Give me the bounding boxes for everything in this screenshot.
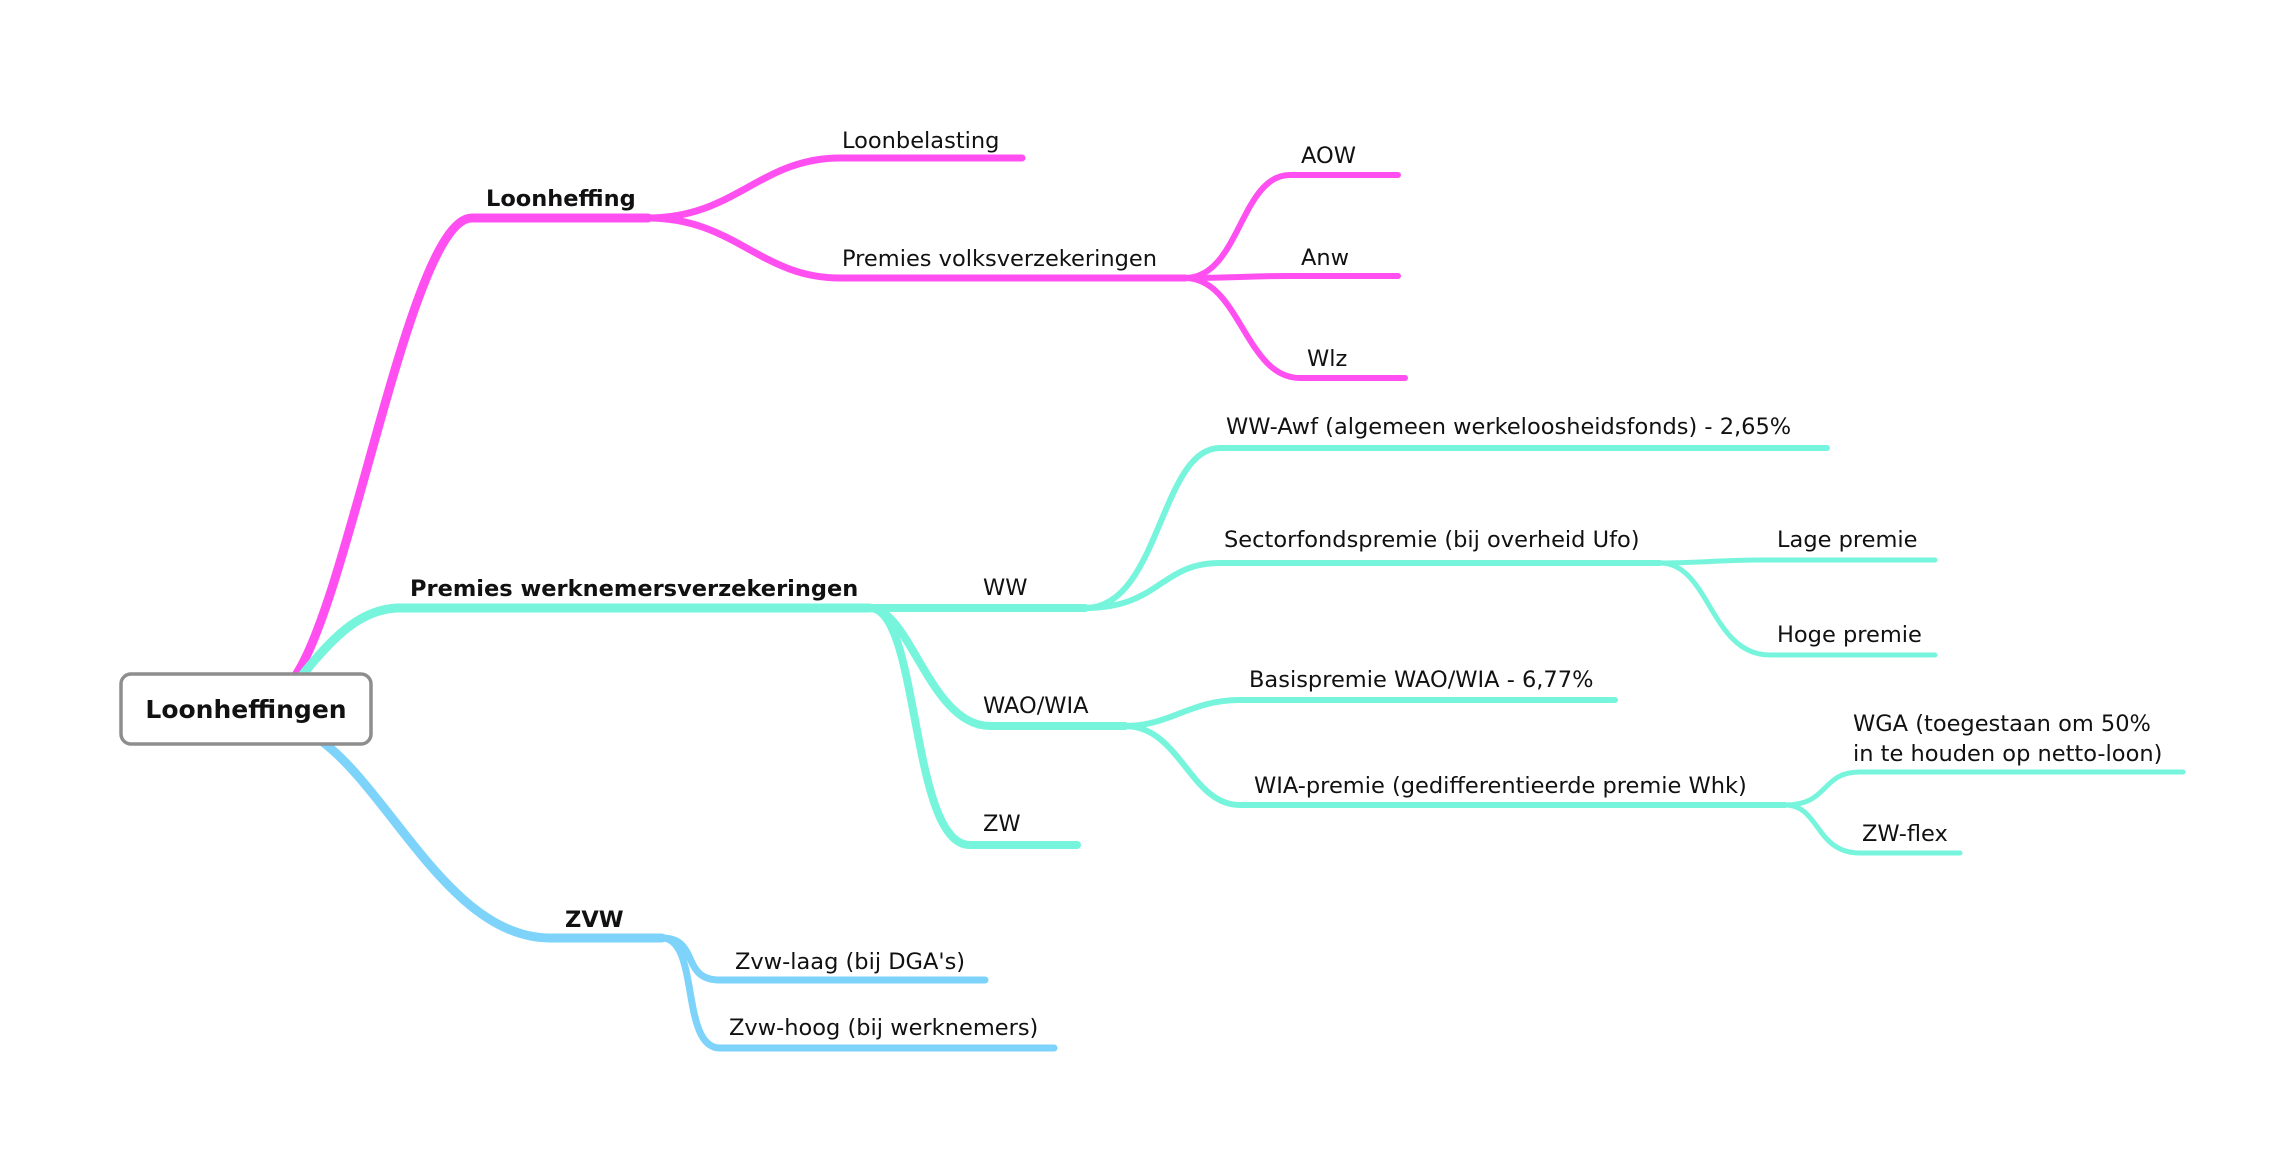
node-hoge-premie[interactable]: Hoge premie [1777,622,1922,648]
loonheffing-branch-lines [289,154,1408,683]
root-node-label: Loonheffingen [145,695,346,724]
root-node[interactable]: Loonheffingen [119,672,373,746]
node-loonheffing[interactable]: Loonheffing [486,186,636,212]
node-zvw-laag[interactable]: Zvw-laag (bij DGA's) [735,949,965,975]
node-zw-flex[interactable]: ZW-flex [1862,821,1948,847]
node-loonbelasting[interactable]: Loonbelasting [842,128,999,154]
connector-root-loonheffing [289,213,653,683]
node-wlz[interactable]: Wlz [1307,346,1347,372]
node-wao-wia[interactable]: WAO/WIA [983,693,1089,719]
node-wia-premie[interactable]: WIA-premie (gedifferentieerde premie Whk… [1254,773,1747,799]
connector-sectorfonds [1082,560,1663,611]
node-zvw-hoog[interactable]: Zvw-hoog (bij werknemers) [729,1015,1038,1041]
connector-wia-premie [1122,723,1788,808]
node-premies-werknemersverzekeringen[interactable]: Premies werknemersverzekeringen [410,576,858,602]
connector-loonbelasting [644,154,1026,222]
connector-zvw-hoog [658,934,1058,1052]
connector-anw [1182,273,1401,281]
node-aow[interactable]: AOW [1301,143,1356,169]
node-ww[interactable]: WW [983,575,1028,601]
node-basispremie[interactable]: Basispremie WAO/WIA - 6,77% [1249,667,1593,693]
connector-zw [866,604,1081,849]
zvw-branch-lines [315,735,1058,1052]
connector-wga [1782,769,2186,808]
connector-root-zvw [315,735,667,943]
node-zvw[interactable]: ZVW [565,907,624,933]
connector-basispremie [1122,697,1618,729]
node-premies-volksverzekeringen[interactable]: Premies volksverzekeringen [842,246,1157,272]
node-lage-premie[interactable]: Lage premie [1777,527,1918,553]
werknemers-branch-lines [295,445,2186,856]
connector-aow [1182,172,1401,281]
connector-premies-volksverzekeringen [644,214,1189,282]
connector-wlz [1182,275,1408,381]
node-wga-line-2[interactable]: in te houden op netto-loon) [1853,741,2162,767]
node-anw[interactable]: Anw [1301,245,1349,271]
connector-hoge-premie [1657,560,1938,658]
node-sectorfondspremie[interactable]: Sectorfondspremie (bij overheid Ufo) [1224,527,1640,553]
connector-root-werknemers [295,603,875,683]
node-zw[interactable]: ZW [983,811,1021,837]
connector-ww-awf [1082,445,1830,611]
node-ww-awf[interactable]: WW-Awf (algemeen werkeloosheidsfonds) - … [1226,414,1791,440]
connector-zw-flex [1782,802,1963,856]
root-node-box [119,672,373,746]
node-wga-line-1[interactable]: WGA (toegestaan om 50% [1853,711,2151,737]
connector-lage-premie [1657,557,1938,566]
